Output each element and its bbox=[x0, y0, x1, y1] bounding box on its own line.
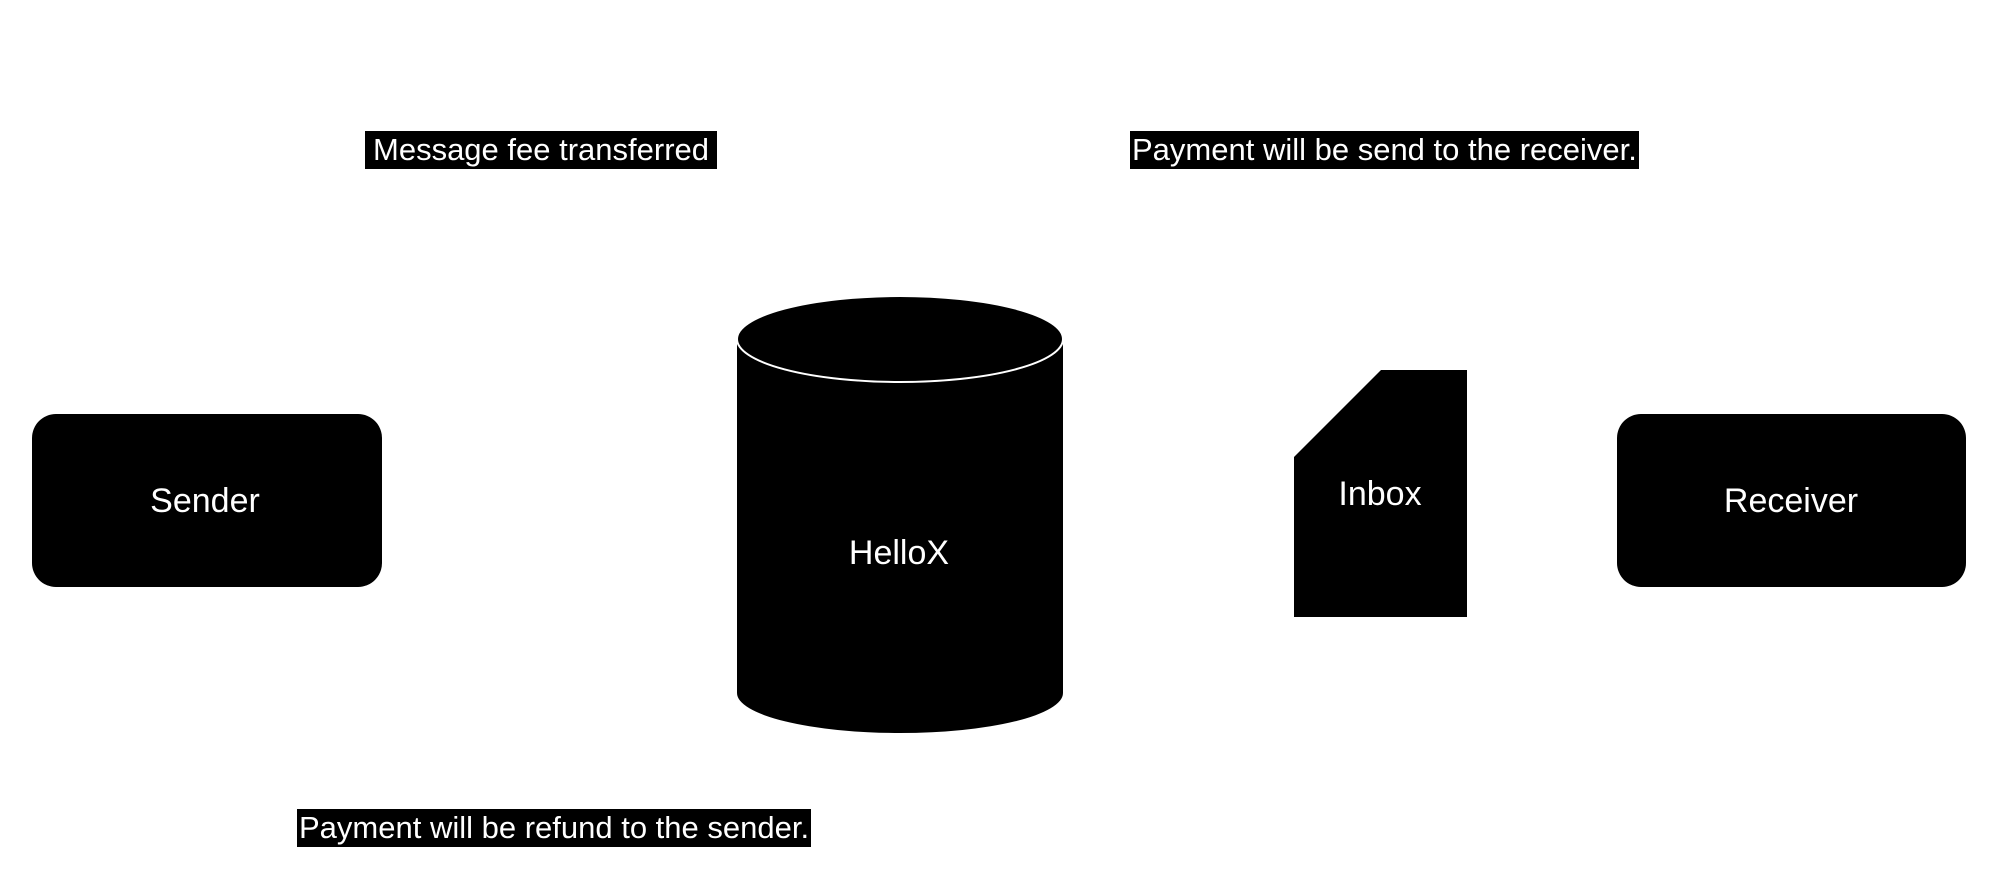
hellox-label: HelloX bbox=[849, 534, 949, 572]
hellox-cylinder-body bbox=[737, 339, 1063, 733]
inbox-card-shape bbox=[1294, 370, 1467, 617]
inbox-node[interactable]: Inbox bbox=[1294, 370, 1467, 617]
receiver-node[interactable]: Receiver bbox=[1617, 414, 1966, 587]
sender-label: Sender bbox=[150, 482, 260, 520]
receiver-label: Receiver bbox=[1724, 482, 1858, 520]
hellox-node[interactable]: HelloX bbox=[736, 295, 1064, 733]
sender-box bbox=[32, 414, 382, 587]
edge-label-payment-to-receiver: Payment will be send to the receiver. bbox=[1130, 131, 1639, 169]
edge-label-fee-transferred: Message fee transferred bbox=[365, 131, 718, 169]
sender-node[interactable]: Sender bbox=[32, 414, 382, 587]
hellox-cylinder-top bbox=[736, 295, 1064, 383]
inbox-label: Inbox bbox=[1338, 475, 1421, 513]
receiver-box bbox=[1617, 414, 1966, 587]
edge-label-payment-refund: Payment will be refund to the sender. bbox=[297, 809, 812, 847]
